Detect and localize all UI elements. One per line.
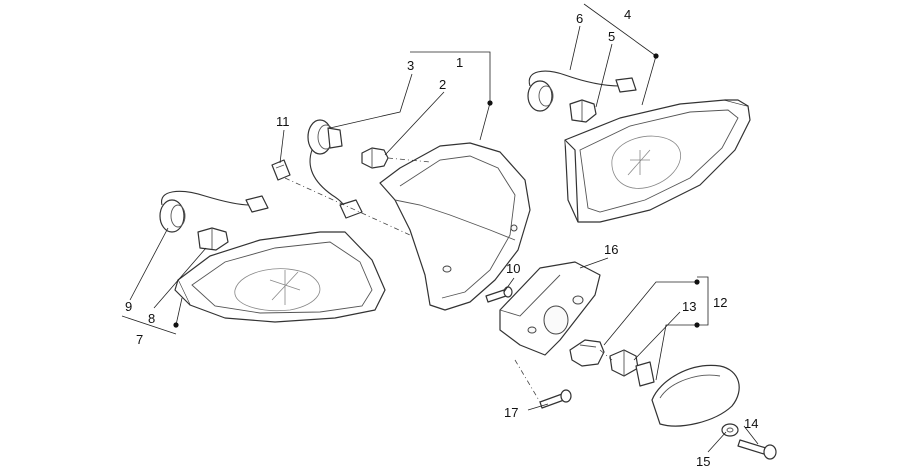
callout-4: 4: [624, 7, 631, 22]
bulb-5: [569, 99, 597, 123]
side-marker-holder: [569, 339, 605, 367]
screw-10: [485, 286, 513, 303]
right-turn-indicator: [564, 99, 751, 223]
assembly-lines: [284, 157, 613, 403]
callout-16: 16: [604, 242, 618, 257]
bulb-13: [609, 349, 639, 377]
bulb-socket-3: [307, 119, 363, 219]
bracket-dots: [173, 53, 700, 328]
clip-11: [271, 159, 291, 181]
bulb-socket-9: [159, 190, 269, 233]
callout-11: 11: [276, 114, 290, 129]
callout-2: 2: [439, 77, 446, 92]
callout-1: 1: [456, 55, 463, 70]
callout-labels: 1 2 3 4 5 6 7 8 9 10 11 12 13 14 15 16 1…: [125, 7, 758, 467]
callout-12: 12: [713, 295, 727, 310]
callout-7: 7: [136, 332, 143, 347]
screw-14: [737, 439, 777, 460]
callout-9: 9: [125, 299, 132, 314]
callout-13: 13: [682, 299, 696, 314]
callout-8: 8: [148, 311, 155, 326]
callout-3: 3: [407, 58, 414, 73]
bulb-8: [197, 227, 229, 251]
washer-15: [721, 423, 739, 437]
clip-12: [635, 361, 655, 387]
callout-5: 5: [608, 29, 615, 44]
leader-lines: [121, 3, 759, 453]
callout-10: 10: [506, 261, 520, 276]
left-turn-indicator: [174, 231, 386, 323]
rear-light-housing: [379, 142, 531, 311]
bulb-2: [361, 147, 389, 169]
callout-14: 14: [744, 416, 758, 431]
side-marker-lens: [651, 364, 740, 427]
callout-15: 15: [696, 454, 710, 467]
callout-6: 6: [576, 11, 583, 26]
bulb-socket-6: [527, 70, 637, 112]
callout-17: 17: [504, 405, 518, 420]
plate-light-body: [499, 261, 601, 356]
